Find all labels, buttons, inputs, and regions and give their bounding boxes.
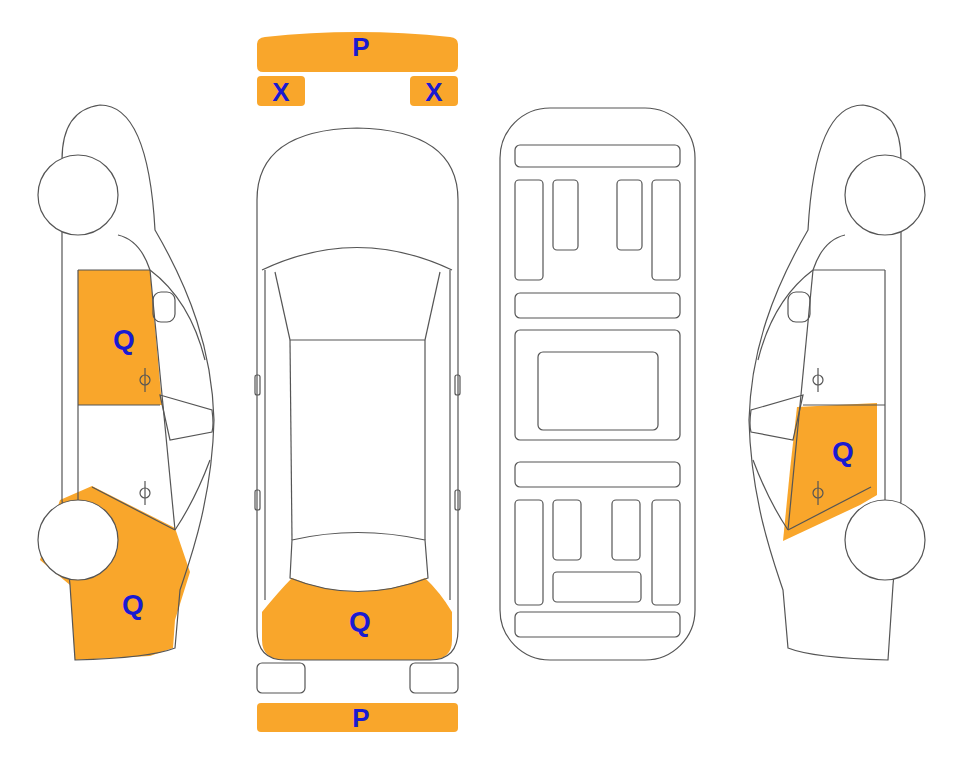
label-holder: Q	[93, 585, 173, 625]
damage-area-fill	[257, 703, 458, 732]
label-holder: P	[321, 698, 401, 738]
top-view	[255, 128, 460, 693]
damage-code: X	[425, 79, 442, 105]
label-holder: Q	[803, 432, 883, 472]
damage-code: Q	[349, 608, 371, 636]
damage-code: X	[272, 79, 289, 105]
left-side-view	[38, 105, 214, 660]
label-holder: P	[321, 27, 401, 67]
damage-code: Q	[832, 438, 854, 466]
damage-area-fill	[257, 32, 458, 72]
front-door-panel: Q	[78, 270, 162, 406]
damage-area-fill	[262, 578, 452, 660]
damage-code: P	[352, 34, 369, 60]
label-holder: Q	[320, 602, 400, 642]
underside-view	[500, 108, 695, 660]
damage-area-fill	[257, 76, 305, 106]
label-holder: X	[394, 72, 474, 112]
headlight-panel: X	[257, 76, 305, 106]
trunk-panel: Q	[262, 576, 452, 661]
damage-area-fill	[410, 76, 458, 106]
damage-area	[35, 484, 192, 662]
damage-code: Q	[122, 591, 144, 619]
rear-door-panel: Q	[783, 403, 877, 541]
right-side-view	[749, 105, 925, 660]
damage-area-fill	[40, 486, 190, 660]
damage-area	[783, 403, 877, 541]
damage-code: Q	[113, 326, 135, 354]
damage-area-fill	[78, 270, 162, 405]
rear-bumper-panel: P	[257, 703, 458, 732]
label-holder: Q	[84, 320, 164, 360]
damage-code: P	[352, 705, 369, 731]
front-bumper-panel: P	[257, 30, 458, 72]
damage-area-fill	[783, 403, 877, 541]
label-holder: X	[241, 72, 321, 112]
headlight-panel: X	[410, 76, 458, 106]
rear-quarter-panel: Q	[35, 484, 192, 662]
